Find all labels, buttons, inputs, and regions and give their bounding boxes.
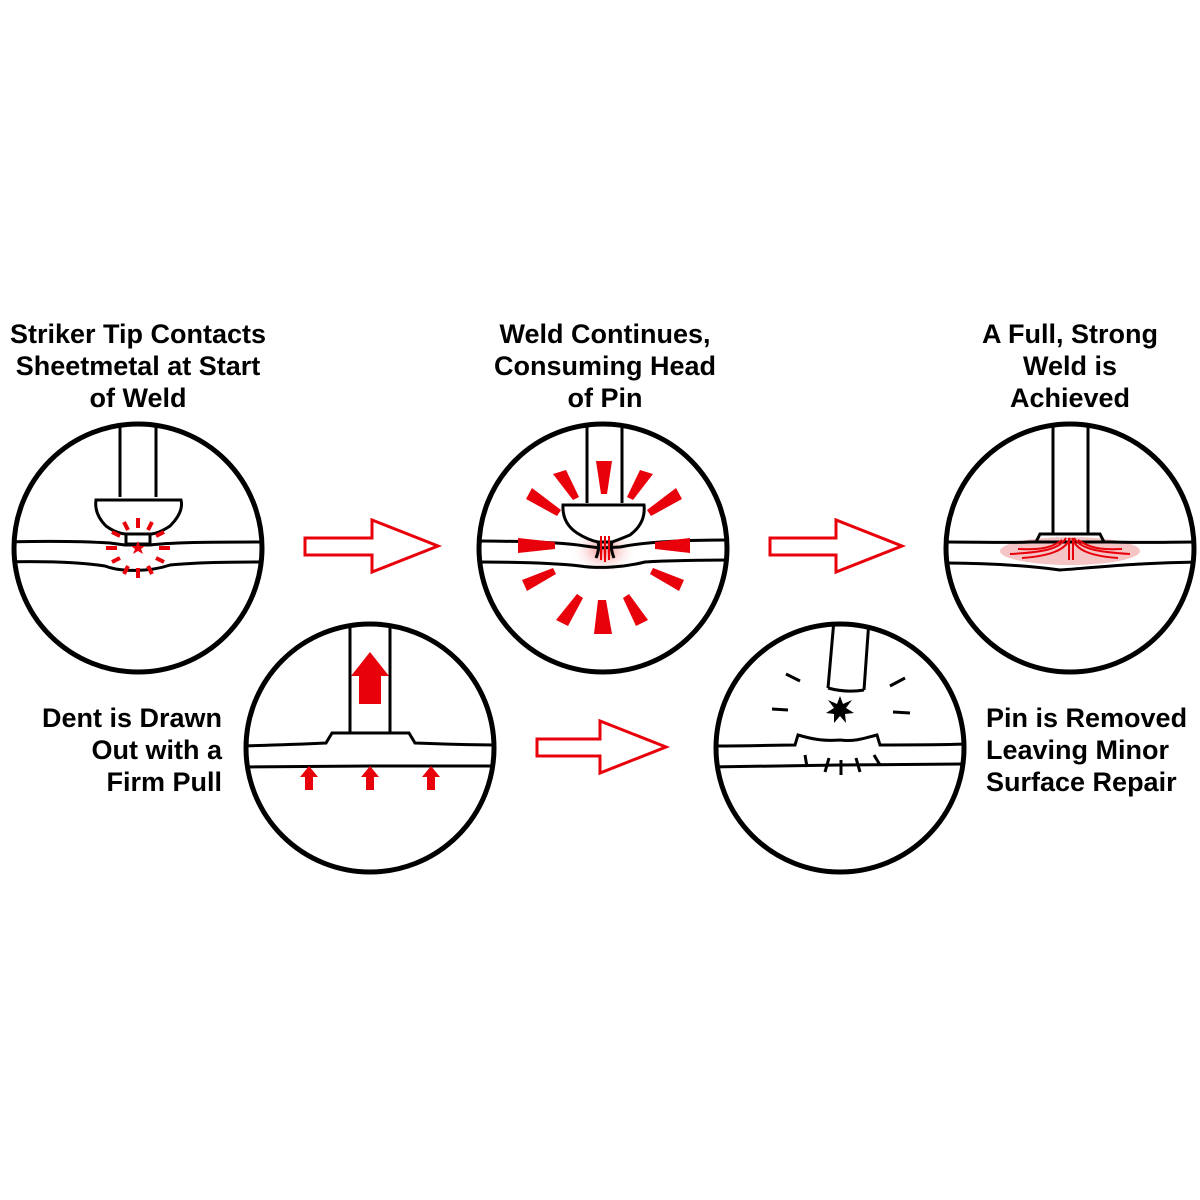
caption-step-2-line-2: Consuming Head: [493, 351, 716, 381]
step-3-frame: [943, 421, 1197, 675]
caption-step-3-line-2: Weld is: [1022, 351, 1118, 381]
arrow-step-1-to-2: [303, 517, 443, 575]
step-5-break-lines: [771, 672, 911, 775]
step-5-snap-star: [826, 696, 854, 723]
step-4-circle: [243, 621, 497, 875]
caption-step-1-line-2: Sheetmetal at Start: [15, 351, 261, 381]
step-1-spark-star: [131, 541, 145, 554]
caption-step-2-line-1: Weld Continues,: [499, 319, 711, 349]
step-2-frame: [476, 421, 730, 675]
step-3-sheetmetal-bottom: [946, 560, 1194, 572]
step-4-frame: [243, 621, 497, 875]
step-3-weld-foot: [1034, 532, 1106, 543]
caption-step-4-line-2: Out with a: [91, 735, 223, 765]
caption-step-3: A Full, Strong Weld is Achieved: [960, 318, 1180, 414]
step-1-pin-head: [94, 498, 183, 536]
caption-step-5-line-1: Pin is Removed: [986, 703, 1188, 733]
caption-step-2: Weld Continues, Consuming Head of Pin: [470, 318, 740, 414]
step-1-pin-shaft: [118, 424, 158, 497]
caption-step-4-line-1: Dent is Drawn: [41, 703, 222, 733]
step-3-circle: [943, 421, 1197, 675]
step-2-sheetmetal-bottom: [479, 558, 727, 569]
step-1-frame: [11, 421, 265, 675]
caption-step-1-line-1: Striker Tip Contacts: [9, 319, 267, 349]
step-3-weld-fusion-lines: [1009, 537, 1131, 560]
caption-step-5-line-2: Leaving Minor: [986, 735, 1170, 765]
arrow-step-4-to-5: [535, 718, 671, 776]
caption-step-4-line-3: Firm Pull: [106, 767, 222, 797]
step-2-pin-stem: [594, 541, 616, 559]
step-2-molten-lines: [600, 536, 610, 562]
caption-step-3-line-1: A Full, Strong: [982, 319, 1158, 349]
step-4-pin-shaft: [348, 624, 392, 733]
arrow-step-2-to-3: [768, 517, 907, 575]
caption-step-4: Dent is Drawn Out with a Firm Pull: [10, 702, 222, 798]
caption-step-5-line-3: Surface Repair: [986, 767, 1177, 797]
step-5-pin-shaft: [826, 624, 871, 693]
step-1-sheetmetal-bottom: [14, 560, 262, 572]
step-5-sheetmetal-top: [716, 733, 964, 748]
step-4-sheetmetal-top: [246, 731, 494, 748]
step-2-pin-shaft: [585, 424, 624, 503]
caption-step-2-line-3: of Pin: [567, 383, 643, 413]
step-1-circle: [11, 421, 265, 675]
step-2-circle: [476, 421, 730, 675]
flow-arrows: [303, 517, 907, 776]
step-1-spark-burst: [106, 518, 170, 578]
caption-step-5: Pin is Removed Leaving Minor Surface Rep…: [986, 702, 1200, 798]
step-2-spark-burst: [518, 461, 690, 634]
step-4-pull-arrow-large: [351, 652, 389, 704]
step-5-frame: [713, 621, 967, 875]
caption-step-1-line-3: of Weld: [89, 383, 187, 413]
caption-step-1: Striker Tip Contacts Sheetmetal at Start…: [0, 318, 276, 414]
step-5-circle: [713, 621, 967, 875]
step-3-pin-shaft: [1051, 424, 1090, 534]
caption-step-3-line-3: Achieved: [1009, 383, 1131, 413]
step-4-push-arrows: [300, 766, 440, 790]
